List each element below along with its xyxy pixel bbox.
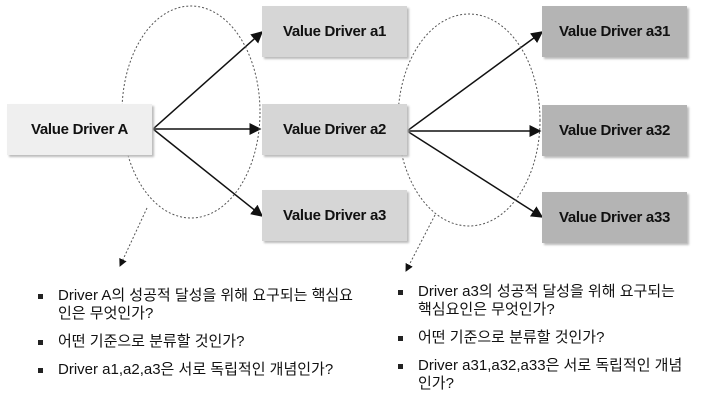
- arrow-a2-a33: [406, 130, 544, 218]
- arrow-a-a1: [152, 31, 264, 130]
- callout-line-right: [405, 214, 436, 272]
- node-a31: Value Driver a31: [542, 6, 687, 57]
- question-item: 어떤 기준으로 분류할 것인가?: [396, 329, 686, 347]
- question-item: Driver a3의 성공적 달성을 위해 요구되는 핵심요인은 무엇인가?: [396, 283, 686, 319]
- question-item: Driver a1,a2,a3은 서로 독립적인 개념인가?: [36, 361, 366, 379]
- question-item: Driver a31,a32,a33은 서로 독립적인 개념인가?: [396, 357, 686, 393]
- question-item: 어떤 기준으로 분류할 것인가?: [36, 333, 366, 351]
- node-a33: Value Driver a33: [542, 192, 687, 243]
- arrow-a2-a31: [406, 31, 544, 132]
- node-a2: Value Driver a2: [262, 104, 407, 155]
- left-question-list: Driver A의 성공적 달성을 위해 요구되는 핵심요인은 무엇인가? 어떤…: [36, 287, 366, 389]
- node-a3: Value Driver a3: [262, 190, 407, 241]
- node-a: Value Driver A: [7, 104, 152, 155]
- arrow-a-a3: [152, 128, 264, 217]
- group-ellipse-right: [397, 13, 541, 227]
- question-item: Driver A의 성공적 달성을 위해 요구되는 핵심요인은 무엇인가?: [36, 287, 366, 323]
- node-a1: Value Driver a1: [262, 6, 407, 57]
- callout-line-left: [119, 207, 148, 267]
- node-a32: Value Driver a32: [542, 105, 687, 156]
- right-question-list: Driver a3의 성공적 달성을 위해 요구되는 핵심요인은 무엇인가? 어…: [396, 283, 686, 403]
